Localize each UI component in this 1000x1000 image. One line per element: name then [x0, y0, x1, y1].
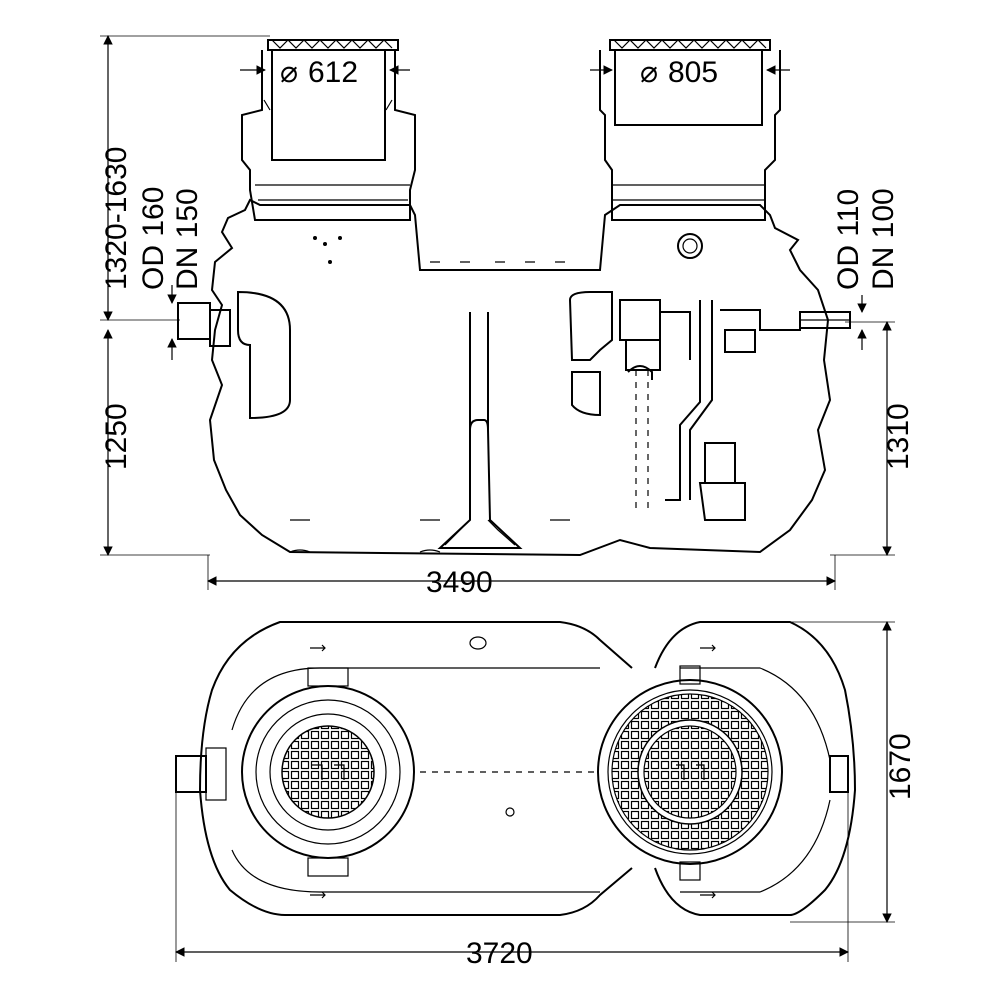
top-cover-left: [241, 685, 415, 859]
tank-body-outline: [208, 198, 832, 557]
left-riser: [241, 39, 416, 221]
dim-height-left: 1250: [100, 403, 133, 470]
cover-right-diameter-symbol: ⌀: [640, 56, 658, 89]
dim-inlet-od: OD 160: [137, 187, 170, 290]
right-riser: [599, 39, 781, 259]
cover-right-diameter: 805: [668, 56, 718, 89]
cover-left-diameter: 612: [308, 56, 358, 89]
pump-assembly: [568, 291, 851, 521]
dim-height-right: 1310: [882, 403, 915, 470]
float-column: [627, 365, 653, 510]
cover-left-diameter-symbol: ⌀: [280, 56, 298, 89]
top-outline-left: [198, 621, 633, 916]
top-view: [175, 621, 857, 916]
dim-width-side: 3490: [426, 566, 493, 599]
dim-outlet-dn: DN 100: [867, 188, 900, 290]
inlet-pipe: [177, 290, 291, 420]
top-cover-right: [597, 679, 783, 865]
side-dimensions: [100, 35, 895, 590]
side-view: [177, 39, 851, 557]
dim-outlet-od: OD 110: [832, 189, 865, 290]
central-baffle: [437, 312, 523, 549]
top-dimensions: [175, 621, 895, 962]
dim-height-total: 1320-1630: [100, 147, 133, 290]
dim-length-top: 3720: [466, 937, 533, 970]
dim-width-top: 1670: [884, 733, 917, 800]
detail-dots: [290, 236, 570, 521]
dim-inlet-dn: DN 150: [171, 188, 204, 290]
